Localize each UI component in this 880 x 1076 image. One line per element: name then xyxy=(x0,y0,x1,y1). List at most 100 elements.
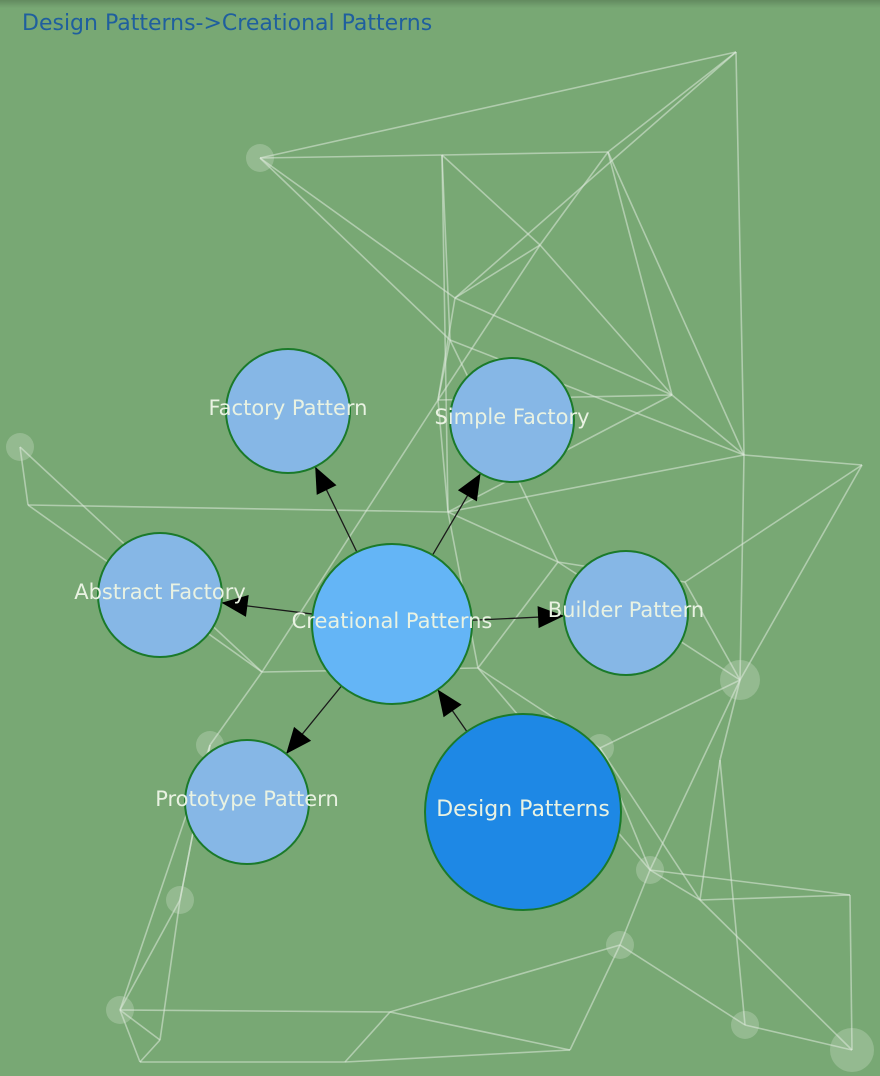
node-design-patterns[interactable]: Design Patterns xyxy=(424,713,622,911)
background-link xyxy=(119,899,181,1011)
background-link xyxy=(684,581,741,681)
node-circle[interactable] xyxy=(424,713,622,911)
node-circle[interactable] xyxy=(97,532,223,658)
background-link xyxy=(743,454,863,466)
background-link xyxy=(389,944,621,1013)
background-link xyxy=(607,51,737,153)
arrowhead-abstract xyxy=(221,595,249,617)
background-link xyxy=(437,244,541,401)
node-prototype-pattern[interactable]: Prototype Pattern xyxy=(155,739,339,865)
background-link xyxy=(119,1009,161,1041)
background-link xyxy=(619,869,651,946)
node-label: Prototype Pattern xyxy=(155,787,339,811)
background-link xyxy=(454,297,673,396)
background-link xyxy=(447,454,745,513)
top-shadow xyxy=(0,0,880,8)
background-link xyxy=(119,1009,141,1063)
background-link xyxy=(119,1009,391,1013)
node-factory-pattern[interactable]: Factory Pattern xyxy=(209,348,368,474)
node-creational-patterns[interactable]: Creational Patterns xyxy=(292,543,493,705)
node-simple-factory[interactable]: Simple Factory xyxy=(434,357,590,483)
background-link xyxy=(607,151,673,396)
background-link xyxy=(649,869,851,896)
background-link xyxy=(447,511,559,563)
node-label: Factory Pattern xyxy=(209,396,368,420)
arrowhead-builder xyxy=(537,606,565,629)
background-link xyxy=(159,899,181,1041)
background-link xyxy=(619,944,746,1026)
breadcrumb[interactable]: Design Patterns->Creational Patterns xyxy=(22,11,433,36)
background-link xyxy=(649,869,701,901)
background-link xyxy=(139,1039,161,1063)
background-network xyxy=(6,51,874,1072)
background-node-glow xyxy=(246,144,274,172)
background-link xyxy=(344,1049,571,1063)
node-abstract-factory[interactable]: Abstract Factory xyxy=(74,532,246,658)
background-link xyxy=(671,394,745,456)
background-node-glow xyxy=(606,931,634,959)
background-link xyxy=(437,297,456,401)
node-label: Abstract Factory xyxy=(74,580,246,604)
node-label: Builder Pattern xyxy=(548,598,705,622)
background-link xyxy=(699,759,721,901)
node-circle[interactable] xyxy=(184,739,310,865)
node-label: Design Patterns xyxy=(436,797,610,822)
background-link xyxy=(699,899,853,1051)
background-link xyxy=(719,759,746,1026)
background-link xyxy=(27,504,449,513)
node-label: Simple Factory xyxy=(434,405,589,429)
background-link xyxy=(477,561,559,669)
background-node-glow xyxy=(106,996,134,1024)
background-link xyxy=(261,399,439,673)
background-link xyxy=(19,446,29,506)
background-link xyxy=(719,679,741,761)
background-link xyxy=(599,747,701,901)
background-link xyxy=(441,151,609,156)
background-link xyxy=(441,154,451,341)
background-node-glow xyxy=(636,856,664,884)
background-link xyxy=(539,151,609,246)
background-link xyxy=(454,244,541,299)
background-link xyxy=(259,157,456,299)
background-link xyxy=(849,894,853,1051)
background-link xyxy=(739,454,745,681)
node-circle[interactable] xyxy=(563,550,689,676)
background-link xyxy=(599,679,741,749)
background-link xyxy=(389,1011,571,1051)
background-link xyxy=(259,154,443,159)
arrowhead-simple xyxy=(457,473,481,502)
background-link xyxy=(607,151,745,456)
arrowhead-prototype xyxy=(286,726,312,754)
node-builder-pattern[interactable]: Builder Pattern xyxy=(548,550,705,676)
node-circle[interactable] xyxy=(225,348,351,474)
background-link xyxy=(259,51,737,159)
background-link xyxy=(539,244,673,396)
arrowhead-current xyxy=(437,689,462,718)
background-link xyxy=(684,464,863,583)
edge-layer xyxy=(221,466,565,755)
background-link xyxy=(735,51,745,456)
background-node-glow xyxy=(731,1011,759,1039)
node-circle[interactable] xyxy=(449,357,575,483)
background-link xyxy=(344,1011,391,1063)
background-link xyxy=(437,399,449,513)
background-link xyxy=(441,154,541,246)
background-link xyxy=(259,157,451,341)
arrowhead-factory xyxy=(315,466,337,495)
background-node-glow xyxy=(720,660,760,700)
background-link xyxy=(209,671,263,746)
node-label: Creational Patterns xyxy=(292,609,493,633)
background-link xyxy=(744,1024,853,1051)
background-link xyxy=(739,464,863,681)
background-link xyxy=(649,679,741,871)
background-link xyxy=(454,51,737,299)
background-link xyxy=(699,894,851,901)
background-node-glow xyxy=(6,433,34,461)
background-link xyxy=(441,154,449,513)
node-circle[interactable] xyxy=(311,543,473,705)
background-node-glow xyxy=(166,886,194,914)
background-link xyxy=(569,944,621,1051)
node-layer: Factory Pattern Simple Factory Abstract … xyxy=(74,348,705,911)
